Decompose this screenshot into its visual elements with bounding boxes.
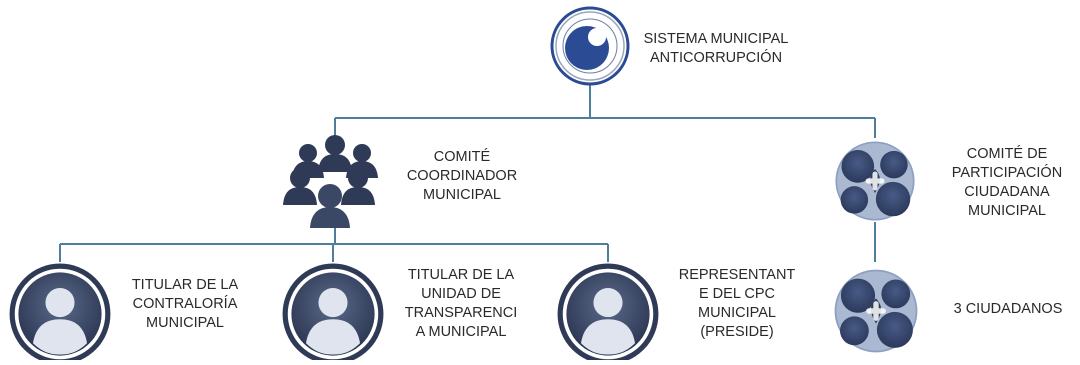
person-icon bbox=[560, 266, 656, 360]
member-label-contraloria: TITULAR DE LA CONTRALORÍA MUNICIPAL bbox=[131, 277, 239, 331]
participation-icon bbox=[835, 270, 918, 353]
connector-lines bbox=[59, 82, 876, 262]
member-label-cpc-representative: REPRESENTANT E DEL CPC MUNICIPAL (PRESID… bbox=[678, 267, 796, 340]
member-label-transparencia: TITULAR DE LA UNIDAD DE TRANSPARENCI A M… bbox=[404, 267, 518, 340]
person-icon bbox=[12, 266, 108, 360]
person-icon bbox=[285, 266, 381, 360]
eye-icon bbox=[550, 6, 630, 86]
citizens-label: 3 CIUDADANOS bbox=[953, 301, 1063, 317]
cpc-label: COMITÉ DE PARTICIPACIÓN CIUDADANA MUNICI… bbox=[951, 146, 1063, 219]
participation-icon bbox=[835, 141, 914, 220]
committee-label: COMITÉ COORDINADOR MUNICIPAL bbox=[406, 149, 518, 203]
root-label: SISTEMA MUNICIPAL ANTICORRUPCIÓN bbox=[643, 31, 789, 66]
group-icon bbox=[283, 135, 378, 228]
